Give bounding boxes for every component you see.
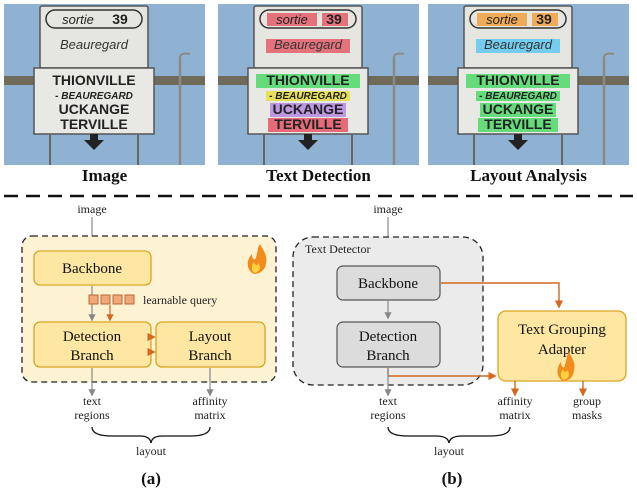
b-backbone-box	[336, 265, 441, 301]
b-detection-label-1: Detection	[359, 329, 418, 345]
a-input-label: image	[77, 202, 106, 216]
a-output-1-line-2: regions	[74, 408, 110, 422]
a-layout-box	[155, 321, 266, 368]
b-panel-label: (b)	[442, 469, 463, 488]
sign-exit-label: sortie	[486, 12, 518, 27]
sign-exit-label: sortie	[62, 12, 94, 27]
a-detection-box	[33, 321, 152, 368]
a-backbone-label: Backbone	[62, 261, 122, 277]
b-adapter-label-2: Adapter	[538, 342, 586, 358]
b-group-label: layout	[434, 444, 465, 458]
a-group-label: layout	[136, 444, 167, 458]
a-layout-brace	[91, 426, 211, 444]
sign-line-3: UCKANGE	[483, 101, 554, 117]
b-detector-label: Text Detector	[305, 242, 370, 256]
a-output-2-line-2: matrix	[194, 408, 225, 422]
sign-line-4: TERVILLE	[484, 116, 551, 132]
caption-image: Image	[81, 166, 128, 185]
sign-exit-number: 39	[112, 11, 128, 27]
sign-top-line: Beauregard	[60, 37, 129, 52]
sign-line-4: TERVILLE	[274, 116, 341, 132]
fire-icon	[247, 244, 267, 274]
sign-line-2: - BEAUREGARD	[269, 91, 347, 102]
b-detection-box	[336, 321, 441, 368]
sign-top-line: Beauregard	[274, 37, 343, 52]
caption-layout-analysis: Layout Analysis	[470, 166, 587, 185]
b-output-1-line-1: text	[379, 394, 398, 408]
caption-text-detection: Text Detection	[266, 166, 371, 185]
sign-line-4: TERVILLE	[60, 116, 127, 132]
photo-panel-layout-analysis: sortie 39 Beauregard THIONVILLE - BEAURE…	[428, 4, 629, 165]
b-backbone-label: Backbone	[358, 276, 418, 292]
a-output-2-line-1: affinity	[192, 394, 227, 408]
sign-line-2: - BEAUREGARD	[55, 91, 133, 102]
fire-icon	[557, 352, 575, 381]
diagram-b: image Text Detector Backbone Detection B…	[292, 202, 627, 488]
sign-line-1: THIONVILLE	[52, 72, 135, 88]
b-detection-label-2: Branch	[366, 348, 410, 364]
sign-exit-label: sortie	[276, 12, 308, 27]
diagram-a: image Backbone learnable query Detection…	[21, 202, 277, 488]
sign-line-1: THIONVILLE	[266, 72, 349, 88]
b-output-3-line-2: masks	[572, 408, 602, 422]
road-sign-photo-detection: sortie 39 Beauregard THIONVILLE - BEAURE…	[218, 4, 419, 165]
sign-line-3: UCKANGE	[273, 101, 344, 117]
b-layout-brace	[387, 426, 511, 444]
sign-line-2: - BEAUREGARD	[479, 91, 557, 102]
a-detection-label-1: Detection	[63, 329, 122, 345]
b-adapter-label-1: Text Grouping	[518, 322, 606, 338]
b-input-label: image	[373, 202, 402, 216]
photo-panel-image: sortie 39 Beauregard THIONVILLE - BEAURE…	[4, 4, 205, 165]
sign-exit-number: 39	[326, 11, 342, 27]
a-layout-label-2: Branch	[188, 348, 232, 364]
a-query-label: learnable query	[143, 293, 217, 307]
b-backbone-to-adapter-arrow	[441, 282, 564, 309]
learnable-query-tokens	[88, 294, 135, 305]
b-output-2-line-1: affinity	[497, 394, 532, 408]
road-sign-photo-layout: sortie 39 Beauregard THIONVILLE - BEAURE…	[428, 4, 629, 165]
road-sign-photo-original: sortie 39 Beauregard THIONVILLE - BEAURE…	[4, 4, 205, 165]
a-detection-label-2: Branch	[70, 348, 114, 364]
a-output-1-line-1: text	[83, 394, 102, 408]
sign-top-line: Beauregard	[484, 37, 553, 52]
photo-panel-text-detection: sortie 39 Beauregard THIONVILLE - BEAURE…	[218, 4, 419, 165]
b-output-1-line-2: regions	[370, 408, 406, 422]
a-backbone-box	[33, 250, 152, 286]
sign-exit-number: 39	[536, 11, 552, 27]
sign-line-3: UCKANGE	[59, 101, 130, 117]
a-panel-label: (a)	[141, 469, 161, 488]
b-output-3-line-1: group	[573, 394, 601, 408]
b-output-2-line-2: matrix	[499, 408, 530, 422]
b-adapter-box	[497, 310, 627, 382]
a-layout-label-1: Layout	[189, 329, 232, 345]
sign-line-1: THIONVILLE	[476, 72, 559, 88]
